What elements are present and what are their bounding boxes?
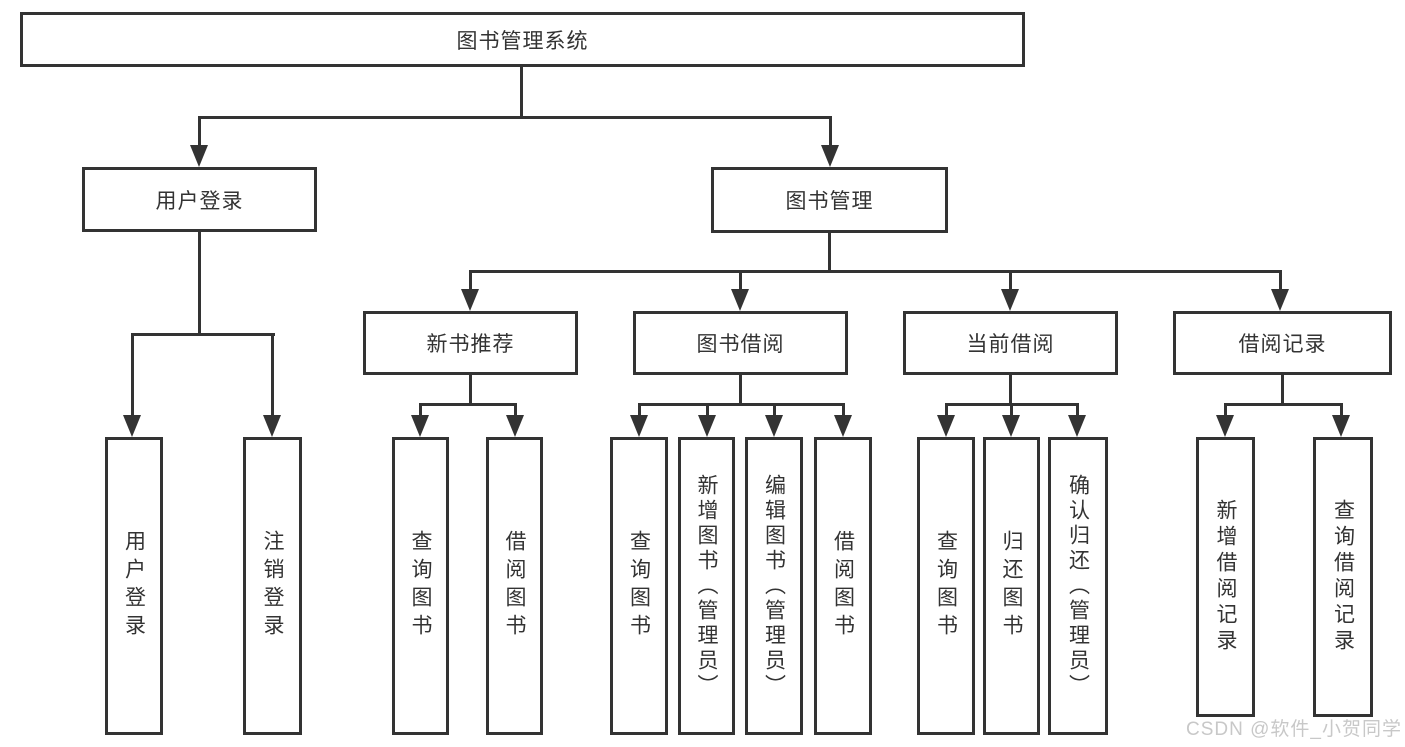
root-node-label: 图书管理系统	[456, 29, 589, 53]
leaf-confirm-return-admin-label: 确认归还（管理员）	[1066, 473, 1090, 699]
leaf-confirm-return-admin: 确认归还（管理员）	[1048, 437, 1108, 735]
arrowhead-icon	[190, 145, 208, 167]
leaf-return-books-label: 归还图书	[1000, 530, 1023, 642]
arrowhead-icon	[1002, 415, 1020, 437]
leaf-logout: 注销登录	[243, 437, 302, 735]
leaf-borrow-books-newbooks: 借阅图书	[486, 437, 543, 735]
connector-line	[1281, 375, 1284, 406]
arrowhead-icon	[731, 289, 749, 311]
connector-line	[842, 403, 845, 419]
arrowhead-icon	[461, 289, 479, 311]
node-user-login-label: 用户登录	[155, 189, 244, 213]
connector-line	[828, 233, 831, 273]
connector-line	[131, 333, 134, 417]
leaf-query-books-newbooks: 查询图书	[392, 437, 449, 735]
connector-line	[198, 116, 832, 119]
connector-line	[198, 116, 201, 148]
connector-line	[1076, 403, 1079, 419]
connector-line	[706, 403, 709, 419]
arrowhead-icon	[698, 415, 716, 437]
arrowhead-icon	[1332, 415, 1350, 437]
connector-line	[829, 116, 832, 148]
node-book-management: 图书管理	[711, 167, 948, 233]
leaf-user-login-label: 用户登录	[122, 530, 146, 642]
connector-line	[469, 270, 1282, 273]
connector-line	[469, 270, 472, 292]
connector-line	[1009, 270, 1012, 292]
leaf-query-books-newbooks-label: 查询图书	[409, 530, 432, 642]
arrowhead-icon	[1068, 415, 1086, 437]
leaf-logout-label: 注销登录	[261, 530, 284, 642]
leaf-query-books-borrow: 查询图书	[610, 437, 668, 735]
leaf-query-borrow-record: 查询借阅记录	[1313, 437, 1373, 717]
leaf-query-books-borrow-label: 查询图书	[627, 530, 651, 642]
connector-line	[1279, 270, 1282, 292]
connector-line	[514, 403, 517, 419]
node-user-login: 用户登录	[82, 167, 317, 232]
leaf-borrow-books-label: 借阅图书	[831, 530, 855, 642]
node-book-borrow-label: 图书借阅	[696, 333, 785, 356]
arrowhead-icon	[834, 415, 852, 437]
leaf-user-login: 用户登录	[105, 437, 163, 735]
arrowhead-icon	[123, 415, 141, 437]
arrowhead-icon	[630, 415, 648, 437]
leaf-add-borrow-record-label: 新增借阅记录	[1214, 499, 1237, 655]
arrowhead-icon	[1216, 415, 1234, 437]
connector-line	[419, 403, 422, 419]
leaf-query-books-current-label: 查询图书	[934, 530, 958, 642]
node-new-book-recommend-label: 新书推荐	[426, 333, 515, 356]
connector-line	[131, 333, 275, 336]
node-book-management-label: 图书管理	[785, 190, 874, 213]
csdn-watermark: CSDN @软件_小贺同学	[1186, 719, 1402, 740]
connector-line	[638, 403, 641, 419]
node-borrow-records: 借阅记录	[1173, 311, 1392, 375]
connector-line	[1010, 403, 1013, 419]
leaf-add-books-admin: 新增图书（管理员）	[678, 437, 735, 735]
leaf-edit-books-admin: 编辑图书（管理员）	[745, 437, 803, 735]
connector-line	[198, 232, 201, 336]
arrowhead-icon	[263, 415, 281, 437]
connector-line	[1340, 403, 1343, 419]
leaf-edit-books-admin-label: 编辑图书（管理员）	[762, 473, 786, 699]
connector-line	[773, 403, 776, 419]
connector-line	[739, 375, 742, 406]
leaf-query-borrow-record-label: 查询借阅记录	[1331, 499, 1355, 655]
leaf-return-books: 归还图书	[983, 437, 1040, 735]
node-book-borrow: 图书借阅	[633, 311, 848, 375]
arrowhead-icon	[411, 415, 429, 437]
arrowhead-icon	[765, 415, 783, 437]
connector-line	[1009, 375, 1012, 406]
arrowhead-icon	[821, 145, 839, 167]
connector-line	[945, 403, 948, 419]
leaf-add-books-admin-label: 新增图书（管理员）	[695, 473, 718, 699]
connector-line	[638, 403, 844, 406]
connector-line	[419, 403, 517, 406]
connector-line	[1224, 403, 1227, 419]
arrowhead-icon	[506, 415, 524, 437]
leaf-add-borrow-record: 新增借阅记录	[1196, 437, 1255, 717]
arrowhead-icon	[1001, 289, 1019, 311]
arrowhead-icon	[1271, 289, 1289, 311]
node-current-borrow-label: 当前借阅	[966, 333, 1055, 356]
node-borrow-records-label: 借阅记录	[1238, 333, 1327, 356]
connector-line	[1224, 403, 1343, 406]
leaf-borrow-books-newbooks-label: 借阅图书	[503, 530, 526, 642]
node-new-book-recommend: 新书推荐	[363, 311, 578, 375]
connector-line	[271, 333, 274, 417]
arrowhead-icon	[937, 415, 955, 437]
leaf-query-books-current: 查询图书	[917, 437, 975, 735]
connector-line	[739, 270, 742, 292]
root-node-library-system: 图书管理系统	[20, 12, 1025, 67]
node-current-borrow: 当前借阅	[903, 311, 1118, 375]
leaf-borrow-books: 借阅图书	[814, 437, 872, 735]
connector-line	[520, 67, 523, 118]
connector-line	[469, 375, 472, 406]
